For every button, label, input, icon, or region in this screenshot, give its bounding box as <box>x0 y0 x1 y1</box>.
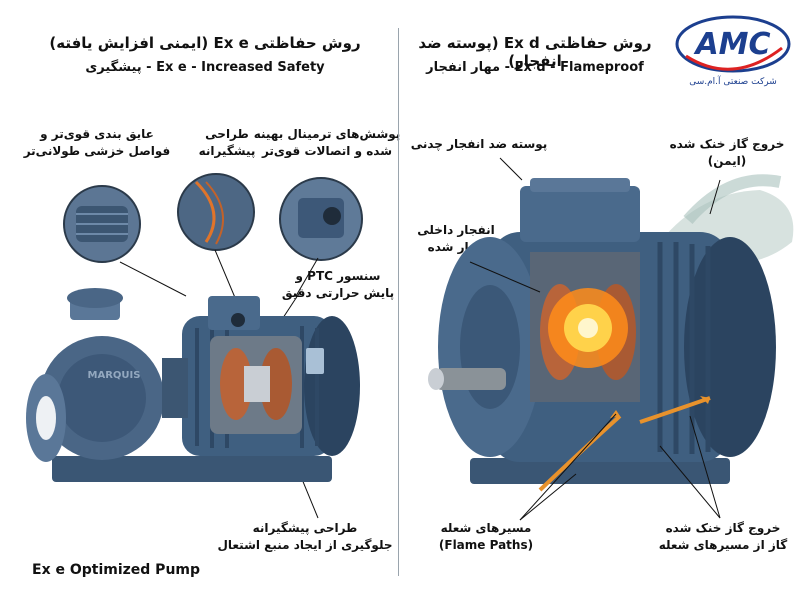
callout-ptc-sensor: سنسور PTC و پایش حرارتی دقیق <box>281 269 395 300</box>
callout-insulation: عایق بندی قوی‌تر و فواصل خزشی طولانی‌تر <box>23 127 171 158</box>
zoom-insulation-circle <box>63 185 141 263</box>
amc-logo: AMC شرکت صنعتی آ.ام.سی <box>675 15 791 87</box>
callout-ignition-prevention: طراحی پیشگیرانه جلوگیری از ایجاد منبع اش… <box>217 521 393 552</box>
callout-cast-iron-enclosure: پوسته ضد انفجار چدنی <box>410 137 548 151</box>
left-subtitle: Ex e - Increased Safety - پیشگیری <box>85 60 325 75</box>
zoom-wiring-circle <box>177 173 255 251</box>
callout-terminal-covers: پوشش‌های ترمینال بهینه شده و اتصالات قوی… <box>253 127 401 158</box>
callout-flame-paths: مسیرهای شعله (Flame Paths) <box>438 521 534 552</box>
right-subtitle: Ex d - Flameproof - مهار انفجار <box>426 60 644 75</box>
zoom-terminal-circle <box>279 177 363 261</box>
logo-tagline: شرکت صنعتی آ.ام.سی <box>689 75 777 87</box>
motor-illustration <box>428 174 794 492</box>
pump-brand: MARQUIS <box>88 370 141 381</box>
callout-preventive-design: طراحی پیشگیرانه <box>198 127 256 158</box>
panel-divider <box>398 28 399 576</box>
left-title: روش حفاظتی Ex e (ایمنی افزایش یافته) <box>49 34 361 52</box>
logo-text: AMC <box>693 27 770 62</box>
pump-caption: Ex e Optimized Pump <box>32 562 201 578</box>
callout-cool-gas-exit: خروج گاز خنک شده (ایمن) <box>669 137 785 168</box>
callout-cooled-gas-paths: خروج گاز خنک شده گاز از مسیرهای شعله <box>658 521 788 552</box>
right-title: روش حفاظتی Ex d (پوسته ضد انفجار) <box>418 34 652 70</box>
pump-illustration: MARQUIS <box>26 288 360 482</box>
